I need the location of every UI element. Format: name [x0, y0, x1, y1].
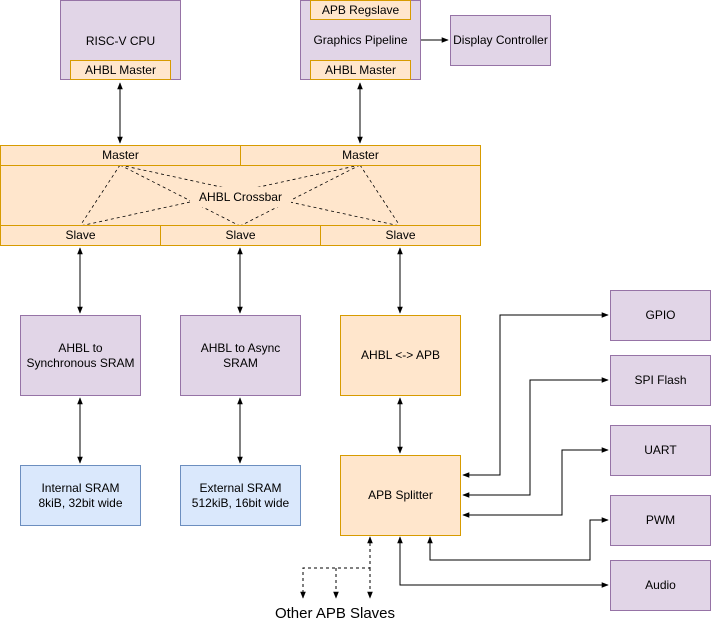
apb-splitter-block: APB Splitter [340, 455, 461, 536]
ahbl-async-sram-bridge: AHBL to Async SRAM [180, 315, 301, 396]
crossbar-slave-label: Slave [225, 228, 256, 242]
peripheral-pwm: PWM [610, 495, 711, 546]
peripheral-gpio: GPIO [610, 290, 711, 341]
ahbl-async-sram-label: AHBL to Async SRAM [200, 340, 281, 370]
peripheral-label: Audio [645, 578, 676, 592]
graphics-pipeline-title: Graphics Pipeline [313, 32, 408, 47]
ahbl-apb-label: AHBL <-> APB [361, 348, 440, 362]
crossbar-slave-port-3: Slave [320, 225, 481, 246]
cpu-title: RISC-V CPU [85, 34, 156, 48]
peripheral-uart: UART [610, 425, 711, 476]
internal-sram-label: Internal SRAM 8kiB, 32bit wide [38, 480, 123, 510]
other-apb-slaves-label: Other APB Slaves [274, 605, 396, 622]
crossbar-master-port-1: Master [0, 145, 241, 166]
crossbar-slave-port-1: Slave [0, 225, 161, 246]
peripheral-spi-flash: SPI Flash [610, 355, 711, 406]
peripheral-audio: Audio [610, 560, 711, 611]
external-sram-block: External SRAM 512kiB, 16bit wide [180, 465, 301, 526]
splitter-uart-link [462, 447, 609, 518]
external-sram-label: External SRAM 512kiB, 16bit wide [191, 480, 290, 510]
crossbar-master-port-2: Master [240, 145, 481, 166]
peripheral-label: UART [644, 443, 677, 457]
internal-sram-block: Internal SRAM 8kiB, 32bit wide [20, 465, 141, 526]
peripheral-label: SPI Flash [634, 373, 687, 387]
cpu-ahbl-master-label: AHBL Master [85, 62, 156, 77]
crossbar-slave-port-2: Slave [160, 225, 321, 246]
apb-splitter-label: APB Splitter [368, 488, 433, 502]
display-controller-block: Display Controller [450, 15, 551, 66]
gfx-ahbl-master-port: AHBL Master [310, 60, 411, 80]
ahbl-sync-sram-bridge: AHBL to Synchronous SRAM [20, 315, 141, 396]
crossbar-title: AHBL Crossbar [199, 189, 282, 204]
ahbl-apb-bridge: AHBL <-> APB [340, 315, 461, 396]
gfx-ahbl-master-label: AHBL Master [325, 62, 396, 77]
peripheral-label: PWM [645, 513, 676, 527]
splitter-audio-link [397, 536, 609, 588]
gfx-apb-regslave-port: APB Regslave [310, 0, 411, 20]
crossbar-slave-label: Slave [65, 228, 96, 242]
peripheral-label: GPIO [645, 308, 676, 322]
gfx-apb-regslave-label: APB Regslave [321, 2, 400, 17]
ahbl-sync-sram-label: AHBL to Synchronous SRAM [26, 340, 135, 370]
crossbar-slave-label: Slave [385, 228, 416, 242]
crossbar-label: AHBL Crossbar [190, 187, 291, 207]
crossbar-master-label: Master [342, 148, 379, 162]
crossbar-master-label: Master [102, 148, 139, 162]
cpu-ahbl-master-port: AHBL Master [70, 60, 171, 80]
display-controller-label: Display Controller [453, 33, 548, 47]
